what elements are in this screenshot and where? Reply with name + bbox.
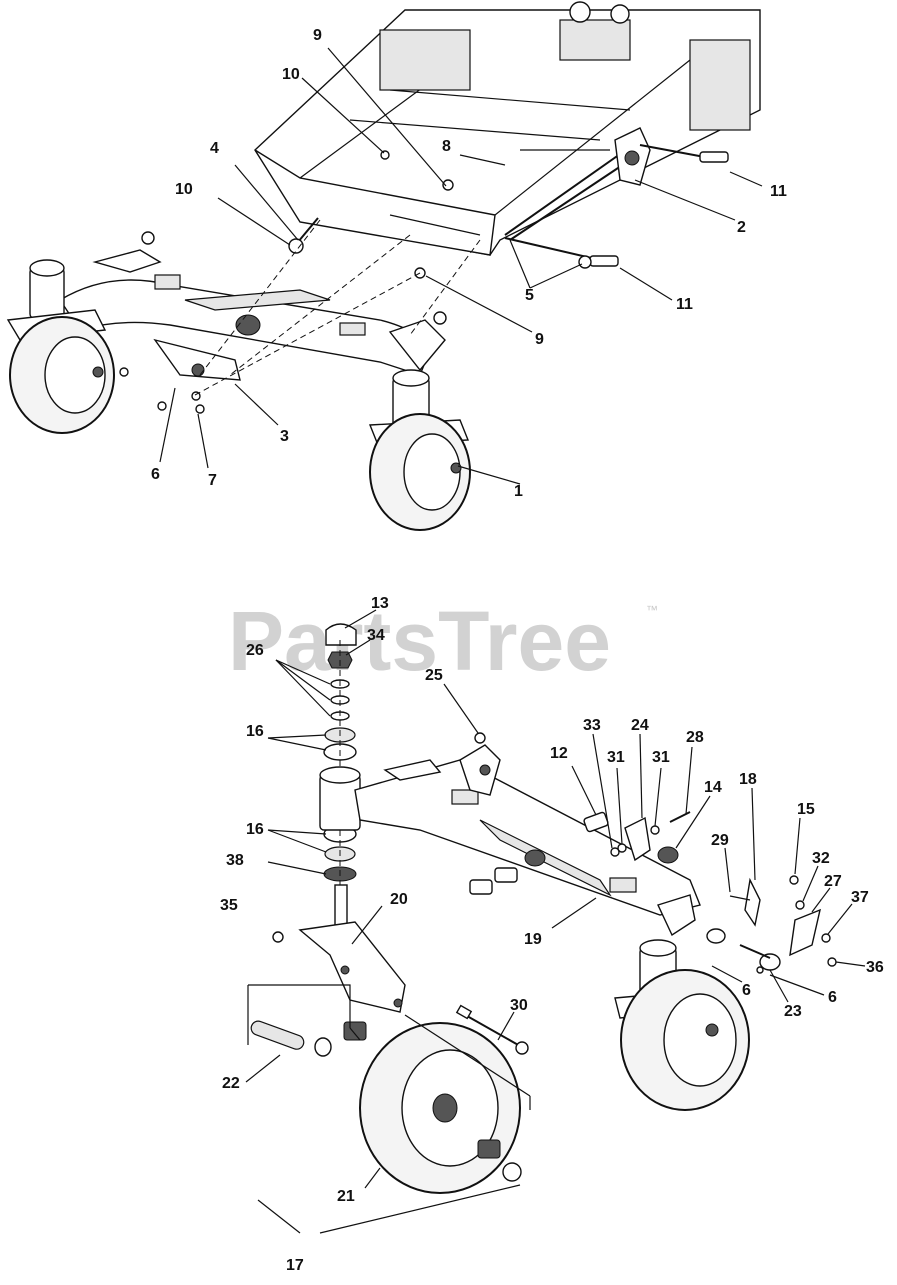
callout-6-right: 6 [828, 989, 837, 1006]
callout-27: 27 [824, 873, 842, 890]
leader-lines-bottom [245, 609, 866, 1189]
left-caster-wheel [6, 259, 115, 434]
callout-33: 33 [583, 717, 601, 734]
callout-10-upper: 10 [282, 66, 300, 83]
top-assembly: 1 2 3 4 5 6 7 8 9 9 10 10 11 11 [6, 1, 787, 531]
callout-26: 26 [246, 642, 264, 659]
callout-9-lower: 9 [535, 331, 544, 348]
steering-arms [92, 231, 447, 372]
callout-16-lower: 16 [246, 821, 264, 838]
steering-linkage [706, 875, 837, 974]
callout-18: 18 [739, 771, 757, 788]
right-caster-bottom [614, 894, 750, 1111]
spindle-stack [323, 623, 357, 900]
watermark-trademark: ™ [646, 603, 658, 617]
callout-30: 30 [510, 997, 528, 1014]
pivot-bracket-24 [610, 811, 691, 864]
callout-12: 12 [550, 745, 568, 762]
callout-36: 36 [866, 959, 884, 976]
front-axle [59, 274, 431, 381]
callout-17: 17 [286, 1257, 304, 1274]
front-wheel-21 [250, 1020, 522, 1194]
callout-4: 4 [210, 140, 219, 157]
callouts-top: 1 2 3 4 5 6 7 8 9 9 10 10 11 11 [151, 27, 787, 500]
callout-22: 22 [222, 1075, 240, 1092]
axle-19 [319, 759, 701, 916]
callout-25: 25 [425, 667, 443, 684]
steering-arm-25 [459, 732, 501, 796]
callout-6: 6 [151, 466, 160, 483]
callout-31-left: 31 [607, 749, 625, 766]
callout-8: 8 [442, 138, 451, 155]
callout-9-upper: 9 [313, 27, 322, 44]
callout-21: 21 [337, 1188, 355, 1205]
callout-10-lower: 10 [175, 181, 193, 198]
callout-35: 35 [220, 897, 238, 914]
callout-11-upper: 11 [770, 183, 787, 200]
watermark: PartsTree ™ [228, 594, 658, 688]
callout-28: 28 [686, 729, 704, 746]
callout-5: 5 [525, 287, 534, 304]
bottom-assembly: 13 34 26 16 16 38 25 12 33 31 24 31 28 1… [220, 595, 884, 1274]
callout-7: 7 [208, 472, 217, 489]
leader-lines-top [159, 47, 763, 485]
callout-14: 14 [704, 779, 722, 796]
callout-24: 24 [631, 717, 649, 734]
pivot-bracket [614, 127, 651, 186]
callout-15: 15 [797, 801, 815, 818]
pivot-pin [288, 217, 319, 254]
callout-2: 2 [737, 219, 746, 236]
bolts [119, 150, 454, 414]
callout-31-right: 31 [652, 749, 670, 766]
watermark-text: PartsTree [228, 594, 611, 688]
callout-13: 13 [371, 595, 389, 612]
callout-3: 3 [280, 428, 289, 445]
mower-frame [254, 1, 761, 256]
callout-38: 38 [226, 852, 244, 869]
assembly-bracket-17 [247, 984, 531, 1234]
callout-34: 34 [367, 627, 385, 644]
assembly-lines-top [194, 219, 481, 396]
callout-19: 19 [524, 931, 542, 948]
callout-20: 20 [390, 891, 408, 908]
callout-32: 32 [812, 850, 830, 867]
callout-1: 1 [514, 483, 523, 500]
callout-23: 23 [784, 1003, 802, 1020]
callout-16-upper: 16 [246, 723, 264, 740]
right-caster-wheel [368, 369, 471, 531]
axle-bolt-30 [272, 931, 529, 1055]
callout-29: 29 [711, 832, 729, 849]
callouts-bottom: 13 34 26 16 16 38 25 12 33 31 24 31 28 1… [220, 595, 884, 1274]
callout-11-lower: 11 [676, 296, 693, 313]
callout-37: 37 [851, 889, 869, 906]
link-rods [504, 144, 729, 269]
bushings [469, 811, 609, 895]
callout-6-left: 6 [742, 982, 751, 999]
caster-fork-20 [298, 884, 406, 1013]
